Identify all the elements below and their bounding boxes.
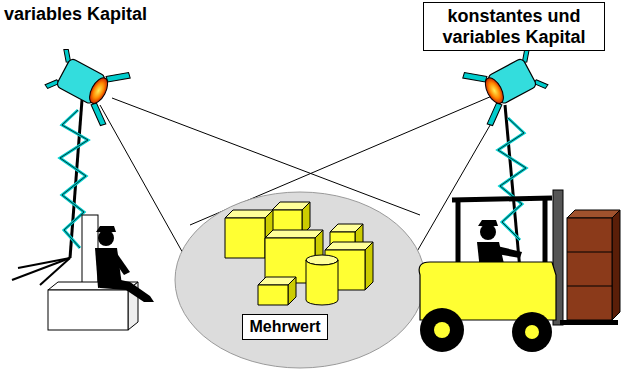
cab-post (456, 202, 461, 262)
driver-head (480, 224, 496, 240)
crate-stack (567, 218, 612, 320)
lamp-head (461, 41, 553, 128)
wheel-hub (434, 322, 450, 338)
barn-door (85, 101, 113, 127)
lamp-lens (482, 75, 508, 106)
driver-hat (478, 220, 498, 226)
forklift-fork (560, 320, 618, 325)
forklift-wheel (512, 312, 552, 352)
tripod-leg (12, 258, 70, 280)
cab-roof (452, 198, 552, 200)
lamp-cable-edge (498, 118, 526, 240)
crate-top (567, 210, 620, 218)
lamp-cable (498, 118, 526, 240)
tripod-leg (40, 258, 70, 285)
worker-hat (96, 226, 116, 232)
box-side (365, 242, 373, 290)
node-text: konstantes und variables Kapital (430, 6, 598, 47)
box-side (288, 277, 296, 305)
drum-body (306, 260, 338, 305)
box-front (225, 218, 265, 258)
cab-post (543, 200, 548, 262)
tripod-leg (18, 258, 70, 268)
barn-door (104, 64, 132, 90)
lamp-lens (86, 75, 112, 106)
goods-boxes (225, 202, 373, 305)
box-front (258, 285, 288, 305)
surplus-ellipse (175, 192, 425, 368)
worker-legs (98, 275, 154, 302)
wheel-hub (525, 325, 539, 339)
seated-worker (48, 215, 154, 330)
barn-door (461, 64, 489, 90)
worker-arm (112, 252, 130, 275)
node-text: Mehrwert (249, 318, 320, 336)
right-spotlight (461, 41, 553, 270)
capital-label: variables Kapital (4, 4, 147, 25)
crate-line (567, 286, 612, 287)
surplus-box: Mehrwert (242, 314, 327, 340)
driver-arm (497, 246, 522, 258)
lamp-pole (505, 105, 520, 270)
capital-box: konstantes und variables Kapital (423, 2, 605, 51)
barn-door (481, 101, 509, 127)
forklift-wheel (420, 308, 464, 352)
forklift (419, 190, 620, 352)
box-top (265, 230, 323, 238)
block-front (48, 290, 128, 330)
crate-side (612, 210, 620, 320)
crate-line (567, 252, 612, 253)
lamp-head (40, 41, 132, 128)
worker-head (98, 230, 114, 246)
